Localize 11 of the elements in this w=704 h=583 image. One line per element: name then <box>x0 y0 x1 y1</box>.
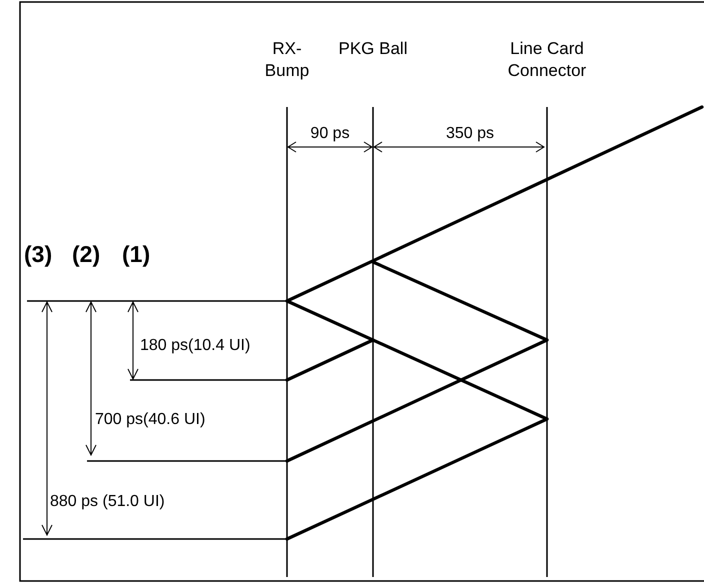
column-heading: Line Card Connector <box>506 38 588 82</box>
callout-number: (3) <box>24 240 54 269</box>
dimension-label: 700 ps(40.6 UI) <box>95 410 206 430</box>
column-heading: PKG Ball <box>338 38 408 60</box>
dimension-label: 880 ps (51.0 UI) <box>50 492 166 512</box>
callout-number: (2) <box>72 240 102 269</box>
dimension-label: 90 ps <box>309 124 351 144</box>
dimension-label: 180 ps(10.4 UI) <box>140 336 252 356</box>
dimension-label: 350 ps <box>444 124 496 144</box>
column-heading: RX- Bump <box>264 38 310 82</box>
callout-number: (1) <box>122 240 152 269</box>
